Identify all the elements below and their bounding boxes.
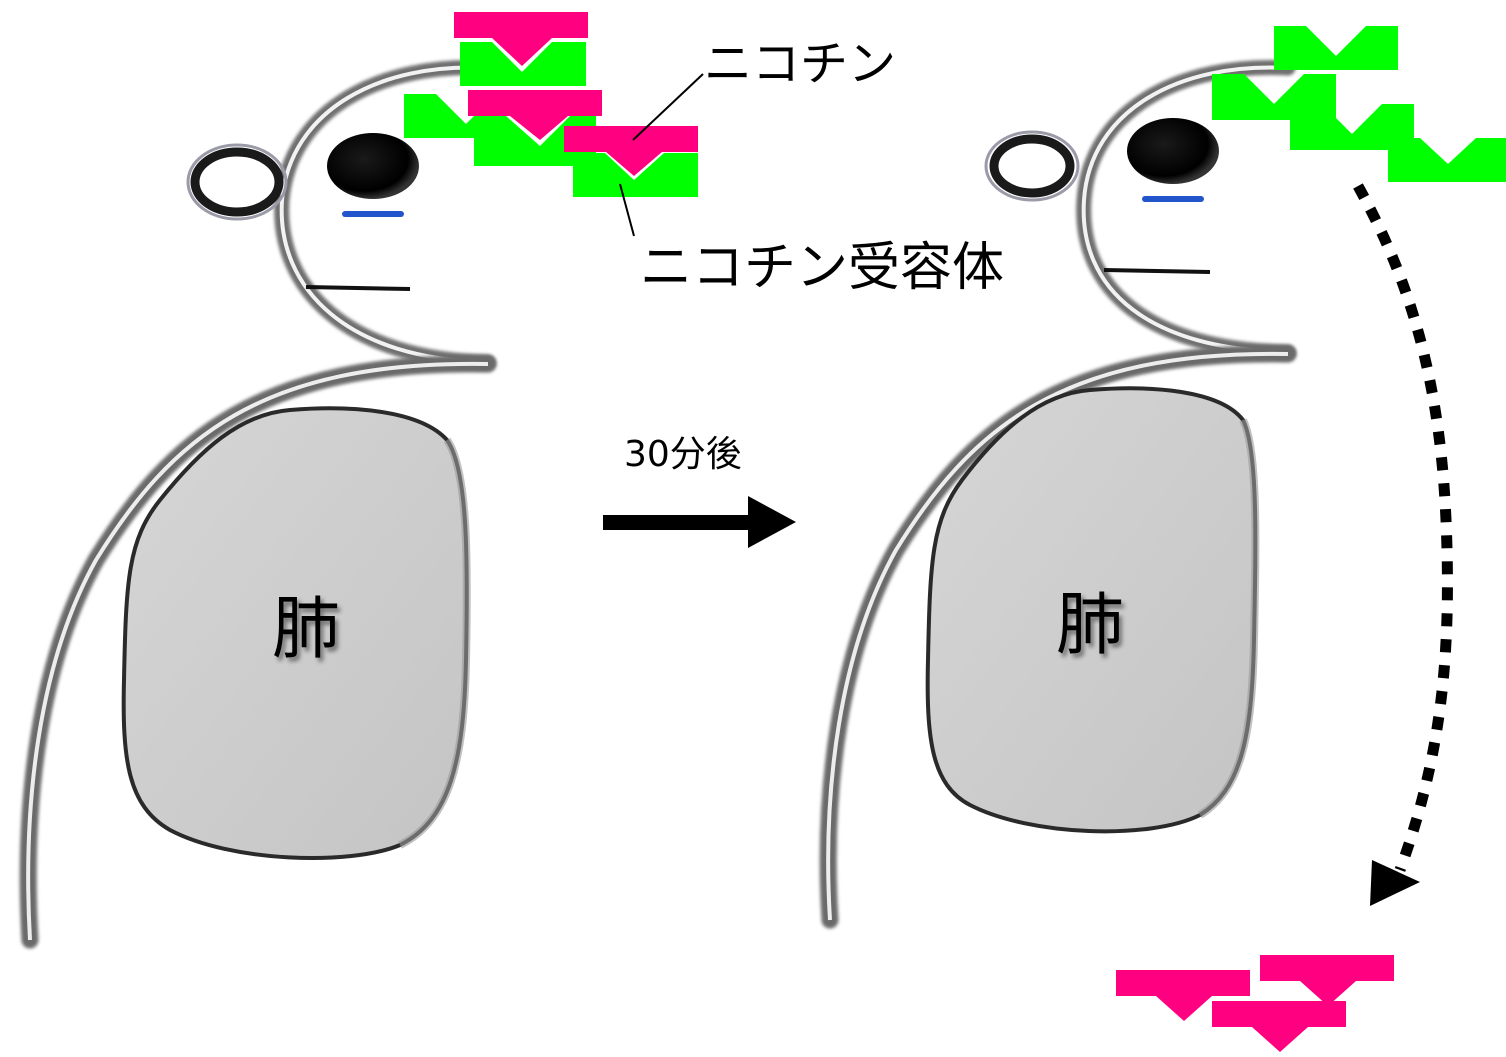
right-arrow-icon	[603, 496, 796, 548]
ear	[190, 147, 284, 217]
receptor-1	[460, 42, 586, 86]
nicotine-3	[564, 126, 698, 176]
nicotine-2	[468, 90, 602, 140]
time-label: 30分後	[624, 434, 742, 475]
receptor-pointer	[619, 183, 635, 237]
receptor-2	[404, 94, 475, 138]
nicotine-label: ニコチン	[704, 36, 897, 92]
excretion-arrowhead-icon	[1370, 860, 1420, 906]
released-nicotine-1	[1260, 955, 1394, 1006]
mouth-after	[1103, 268, 1211, 274]
receptor-4	[573, 153, 698, 197]
nicotine-pointer	[632, 73, 704, 141]
lung-label-after: 肺	[1056, 586, 1125, 665]
free-receptor-4	[1388, 138, 1506, 182]
receptors-free	[1212, 26, 1506, 182]
ear-after	[989, 134, 1075, 198]
eye	[327, 133, 419, 199]
free-receptor-3	[1290, 104, 1414, 150]
lung-label-before: 肺	[272, 590, 341, 669]
nicotine-released	[1116, 955, 1394, 1052]
receptors-bound	[404, 12, 698, 197]
excretion-path-icon	[1353, 183, 1453, 872]
released-nicotine-2	[1116, 970, 1250, 1021]
free-receptor-1	[1274, 26, 1398, 70]
mouth	[305, 285, 411, 291]
released-nicotine-3	[1212, 1001, 1346, 1052]
figure-after	[819, 60, 1297, 929]
eye-after	[1127, 118, 1219, 184]
receptor-label: ニコチン受容体	[640, 238, 1005, 298]
nicotine-1	[454, 12, 588, 66]
figure-before	[19, 60, 497, 949]
